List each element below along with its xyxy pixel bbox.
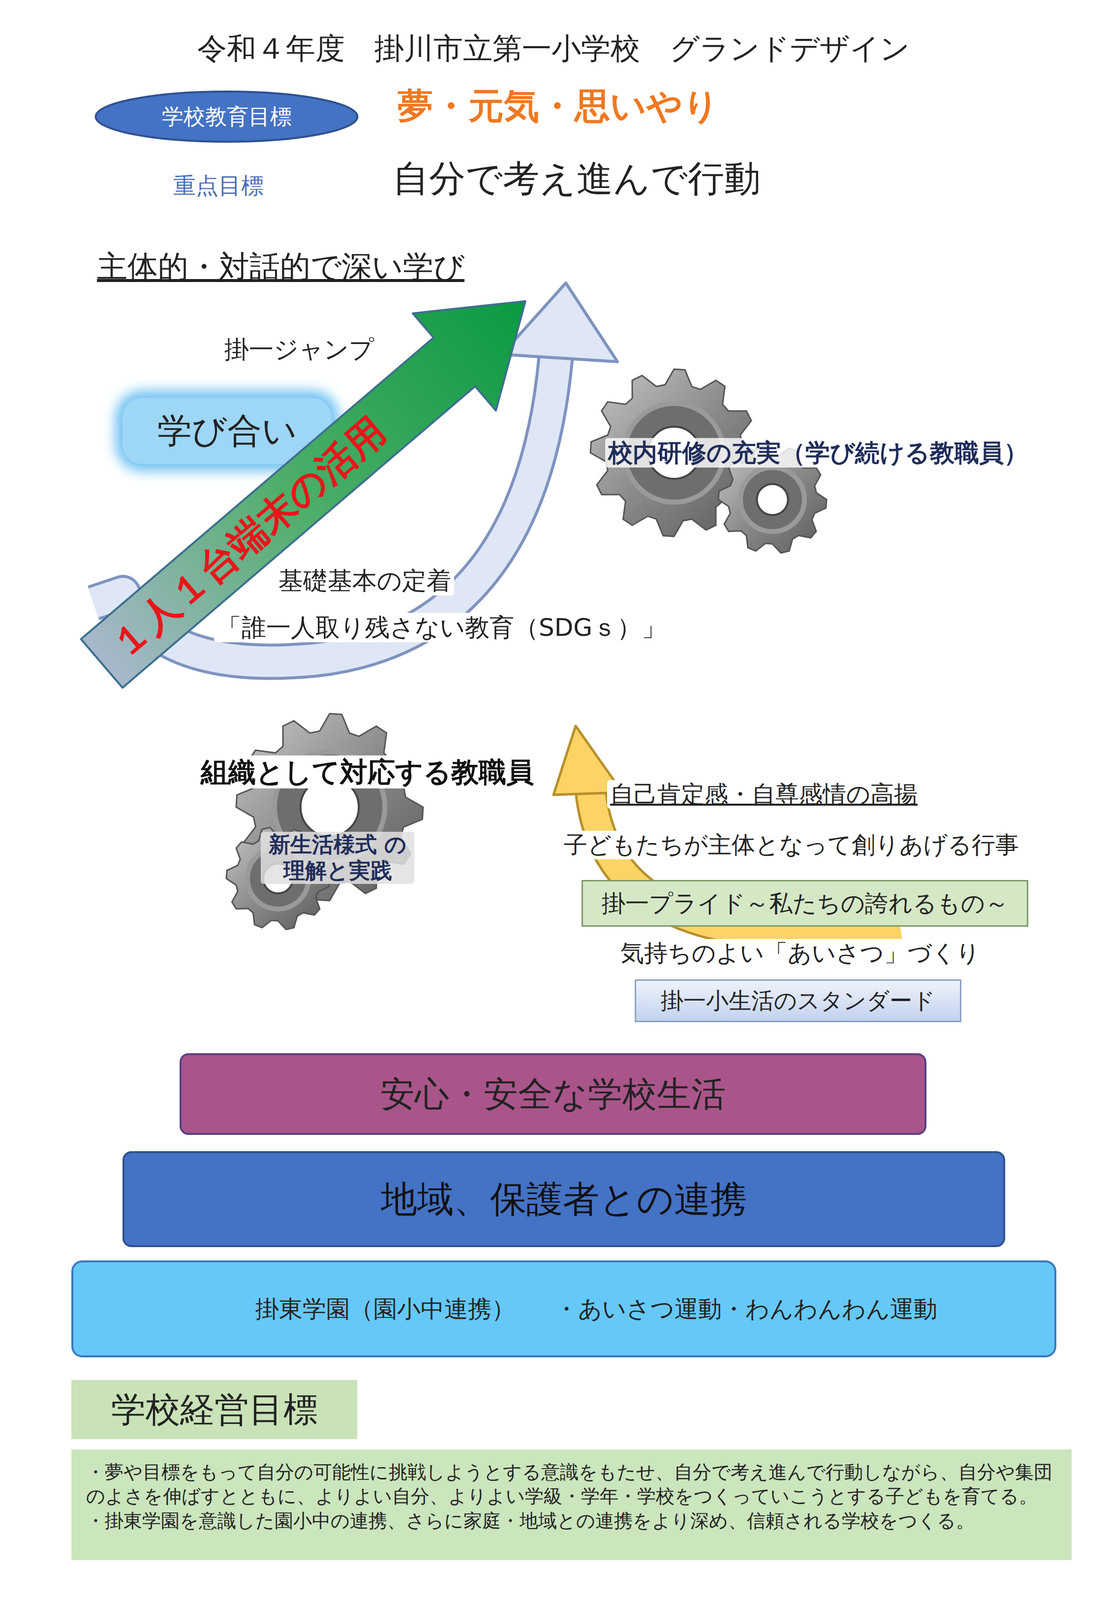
learning-goal: 主体的・対話的で深い学び — [96, 248, 465, 285]
gear — [236, 713, 424, 901]
node-text: 学校経営目標 — [111, 1386, 318, 1432]
note-label: 自己肯定感・自尊感情の高揚 — [607, 779, 921, 809]
jump-label: 掛一ジャンプ — [224, 334, 374, 365]
motto: 夢・元気・思いやり — [397, 84, 720, 127]
standard-box: 掛一小生活のスタンダード — [634, 979, 962, 1022]
note-label: 気持ちのよい「あいさつ」づくり — [617, 938, 984, 968]
foundation-band: 安心・安全な学校生活 — [179, 1052, 927, 1135]
node-text: ・夢や目標をもって自分の可能性に挑戦しようとする意識をもたせ、自分で考え進んで行… — [86, 1459, 1057, 1509]
foundation-band: 掛東学園（園小中連携） ・あいさつ運動・わんわんわん運動 — [71, 1260, 1057, 1357]
gear-hole — [756, 483, 788, 515]
heading-label: 重点目標 — [173, 172, 264, 200]
node-text: ・掛東学園を意識した園小中の連携、さらに家庭・地域との連携をより深め、信頼される… — [86, 1508, 1057, 1533]
node-text: 地域、保護者との連携 — [380, 1174, 747, 1223]
node-text: 学校教育目標 — [161, 102, 292, 131]
text-panel: ・夢や目標をもって自分の可能性に挑戦しようとする意識をもたせ、自分で考え進んで行… — [71, 1448, 1072, 1560]
pride-box: 掛一プライド～私たちの誇れるもの～ — [581, 879, 1029, 927]
node-text: 掛一小生活のスタンダード — [660, 985, 936, 1016]
node-text: 掛一プライド～私たちの誇れるもの～ — [601, 887, 1009, 919]
staff-label: 組織として対応する教職員 — [197, 755, 537, 789]
focus-goal: 自分で考え進んで行動 — [392, 156, 761, 201]
heading-box: 学校経営目標 — [71, 1379, 358, 1439]
page-title: 令和４年度 掛川市立第一小学校 グランドデザイン — [0, 30, 1107, 66]
foundation-band: 地域、保護者との連携 — [122, 1150, 1006, 1247]
note-label: 基礎基本の定着 — [275, 565, 455, 596]
node-text: ・あいさつ運動・わんわんわん運動 — [554, 1292, 938, 1324]
gear-ring — [740, 467, 805, 532]
gear-label: 校内研修の充実（学び続ける教職員） — [605, 437, 1032, 468]
node-text: 学び合い — [157, 408, 298, 454]
node-text: 安心・安全な学校生活 — [380, 1071, 726, 1117]
note-label: 「誰一人取り残さない教育（SDGｓ）」 — [214, 612, 670, 643]
node-text: 掛東学園（園小中連携） — [255, 1292, 516, 1324]
note-label: 子どもたちが主体となって創りあげる行事 — [560, 830, 1022, 860]
goal-ellipse: 学校教育目標 — [93, 90, 360, 144]
gear-label: 新生活様式 の理解と実践 — [260, 831, 415, 884]
